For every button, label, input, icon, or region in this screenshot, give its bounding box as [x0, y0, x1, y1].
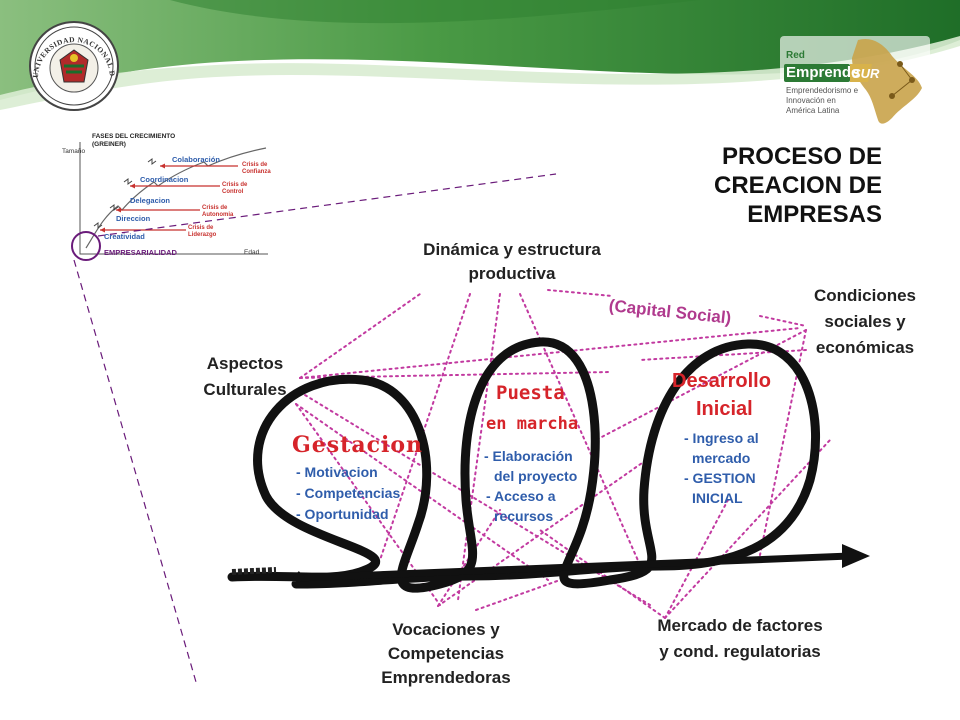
stage-desarrollo-item-2: mercado [692, 450, 751, 466]
stage-gestacion-item-2: - Competencias [296, 485, 401, 501]
stage-puesta-item-3: - Acceso a [486, 488, 556, 504]
label-dinamica-2: productiva [468, 264, 556, 283]
greiner-crisis-4a: Crisis de [188, 225, 214, 231]
header-banner [0, 0, 960, 110]
stage-gestacion-title: Gestacion [292, 432, 424, 458]
label-dinamica-1: Dinámica y estructura [423, 240, 601, 259]
label-vocaciones-1: Vocaciones y [392, 620, 500, 639]
label-capital-social: (Capital Social) [608, 296, 733, 328]
greiner-highlight-label: EMPRESARIALIDAD [104, 248, 177, 257]
label-mercado-1: Mercado de factores [657, 616, 823, 635]
greiner-phase-1: Colaboración [172, 155, 220, 164]
slide-title-line-3: EMPRESAS [747, 201, 882, 228]
stage-puesta-item-4: recursos [494, 508, 554, 524]
greiner-crisis-2a: Crisis de [222, 182, 248, 188]
greiner-crisis-1b: Confianza [242, 169, 271, 175]
label-vocaciones-2: Competencias [387, 644, 505, 663]
network-tagline-3: América Latina [786, 106, 840, 115]
greiner-phase-5: Creatividad [104, 232, 145, 241]
network-logo-sur: SUR [852, 66, 880, 81]
network-tagline-1: Emprendedorismo e [786, 86, 859, 95]
label-vocaciones-3: Emprendedoras [381, 668, 511, 687]
greiner-phase-3: Delegacion [130, 196, 171, 205]
network-logo-name: Emprende [786, 64, 860, 81]
stage-desarrollo-item-1: - Ingreso al [684, 430, 759, 446]
greiner-phase-2: Coordinacion [140, 175, 189, 184]
greiner-x-axis-label: Edad [244, 249, 260, 256]
greiner-title-1: FASES DEL CRECIMIENTO [92, 133, 176, 140]
stage-puesta-title-2: en marcha [486, 414, 579, 434]
stage-desarrollo-title-1: Desarrollo [672, 370, 771, 392]
greiner-title-2: (GREINER) [92, 141, 126, 148]
label-aspectos-1: Aspectos [206, 354, 284, 373]
label-condiciones-3: económicas [815, 338, 915, 357]
greiner-crisis-3b: Autonomia [202, 212, 234, 218]
network-logo-red: Red [786, 50, 805, 61]
slide-title-line-2: CREACION DE [713, 172, 882, 199]
stage-desarrollo-item-3: - GESTION [684, 470, 756, 486]
slide-title: PROCESO DE CREACION DE EMPRESAS [622, 142, 882, 229]
stage-gestacion-item-3: - Oportunidad [296, 506, 389, 522]
label-condiciones-2: sociales y [824, 312, 906, 331]
label-aspectos-2: Culturales [203, 380, 287, 399]
stage-gestacion-item-1: - Motivacion [296, 464, 378, 480]
greiner-crisis-4b: Liderazgo [188, 232, 217, 238]
stage-puesta-item-1: - Elaboración [484, 448, 573, 464]
stage-puesta-item-2: del proyecto [494, 468, 578, 484]
greiner-phase-4: Direccion [116, 214, 151, 223]
slide-title-line-1: PROCESO DE [721, 143, 882, 170]
greiner-y-axis-label: Tamaño [62, 148, 86, 155]
greiner-crisis-2b: Control [222, 189, 244, 195]
label-condiciones-1: Condiciones [813, 286, 916, 305]
label-mercado-2: y cond. regulatorias [659, 642, 821, 661]
network-tagline-2: Innovación en [786, 96, 836, 105]
stage-puesta-title-1: Puesta [496, 382, 565, 404]
stage-desarrollo-title-2: Inicial [696, 398, 753, 420]
stage-desarrollo-item-4: INICIAL [692, 490, 743, 506]
greiner-crisis-3a: Crisis de [202, 205, 228, 211]
greiner-crisis-1a: Crisis de [242, 162, 268, 168]
